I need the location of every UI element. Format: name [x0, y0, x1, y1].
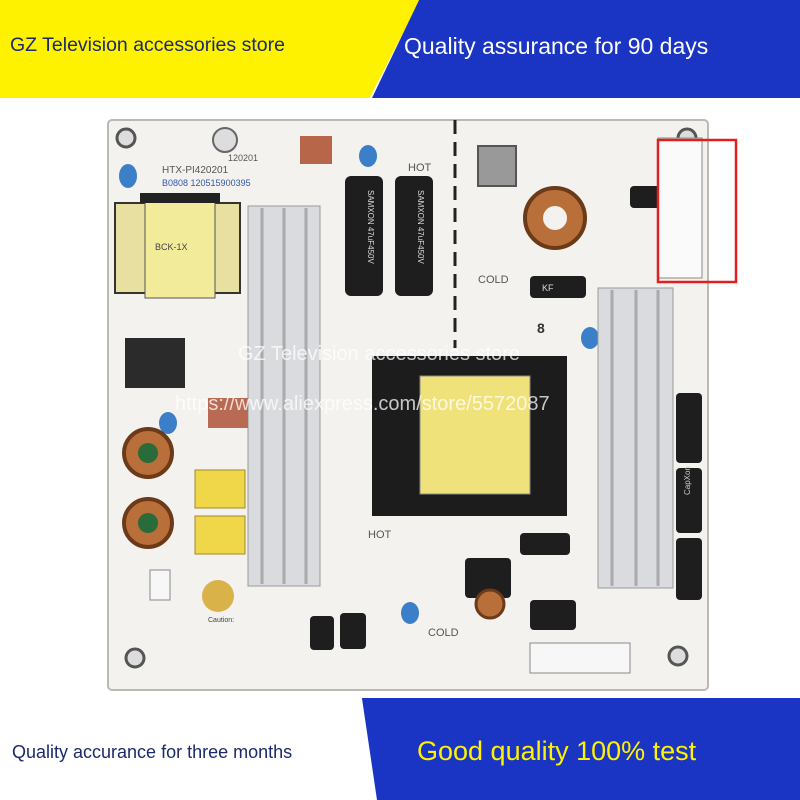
ac-connector — [149, 569, 171, 601]
bulk-capacitor — [345, 176, 383, 296]
store-name-banner: GZ Television accessories store — [0, 0, 420, 98]
x-capacitor — [194, 469, 246, 509]
x-capacitor — [194, 515, 246, 555]
caution-label: Caution: — [208, 617, 234, 624]
output-capacitor — [676, 468, 702, 533]
watermark-url: https://www.aliexpress.com/store/5572087 — [175, 393, 550, 415]
varistor — [202, 580, 234, 612]
transformer-mark: BCK-1X — [155, 242, 188, 252]
capacitor-label: SAMXON 47uF450V — [416, 190, 425, 264]
cold-label-2: COLD — [428, 627, 459, 639]
quality-3m-text: Quality accurance for three months — [12, 742, 293, 762]
small-capacitor — [530, 600, 576, 630]
bulk-capacitor — [395, 176, 433, 296]
quality-3m-banner: Quality accurance for three months — [0, 698, 385, 800]
quality-90-text: Quality assurance for 90 days — [404, 33, 709, 59]
bridge-rectifier — [125, 338, 185, 388]
board-model: HTX-PI420201 — [162, 165, 229, 176]
ceramic-capacitor — [119, 164, 137, 188]
watermark-store: GZ Television accessories store — [238, 343, 520, 365]
transformer-winding — [419, 375, 531, 495]
ceramic-capacitor — [581, 327, 599, 349]
quality-90-banner: Quality assurance for 90 days — [372, 0, 800, 98]
store-name-text: GZ Television accessories store — [10, 34, 285, 56]
power-board-photo: BCK-1X SAMXON 47uF450V SAMXON 47uF450V K… — [107, 119, 738, 691]
mount-hole — [115, 127, 137, 149]
small-capacitor — [520, 533, 570, 555]
board-model-short: 120201 — [228, 153, 258, 163]
small-capacitor — [465, 558, 511, 598]
good-quality-text: Good quality 100% test — [417, 736, 697, 766]
small-capacitor — [310, 616, 334, 650]
film-capacitor — [300, 136, 332, 164]
good-quality-banner: Good quality 100% test — [385, 698, 800, 800]
small-toroid — [474, 588, 506, 620]
output-inductor — [477, 145, 517, 187]
ceramic-capacitor — [401, 602, 419, 624]
board-serial: B0808 120515900395 — [162, 178, 251, 188]
output-capacitor — [676, 393, 702, 463]
ceramic-capacitor — [359, 145, 377, 167]
hot-label-2: HOT — [368, 529, 392, 541]
output-connector — [529, 642, 631, 674]
mount-hole — [124, 647, 146, 669]
mount-hole — [667, 645, 689, 667]
output-capacitor — [676, 538, 702, 600]
kf-cap-label: KF — [542, 283, 554, 293]
hot-label: HOT — [408, 162, 432, 174]
transformer-core — [144, 197, 216, 299]
highlight-box — [656, 138, 738, 284]
small-capacitor — [340, 613, 366, 649]
ceramic-capacitor — [159, 412, 177, 434]
transformer-top — [140, 193, 220, 203]
signal-connector — [657, 137, 703, 279]
capacitor-label: SAMXON 47uF450V — [366, 190, 375, 264]
kf-capacitor — [530, 276, 586, 298]
logo-circle — [212, 127, 238, 153]
board-number-8: 8 — [537, 320, 545, 336]
cold-label: COLD — [478, 274, 509, 286]
film-capacitor — [208, 398, 248, 428]
capxon-label: CapXon — [683, 466, 692, 495]
